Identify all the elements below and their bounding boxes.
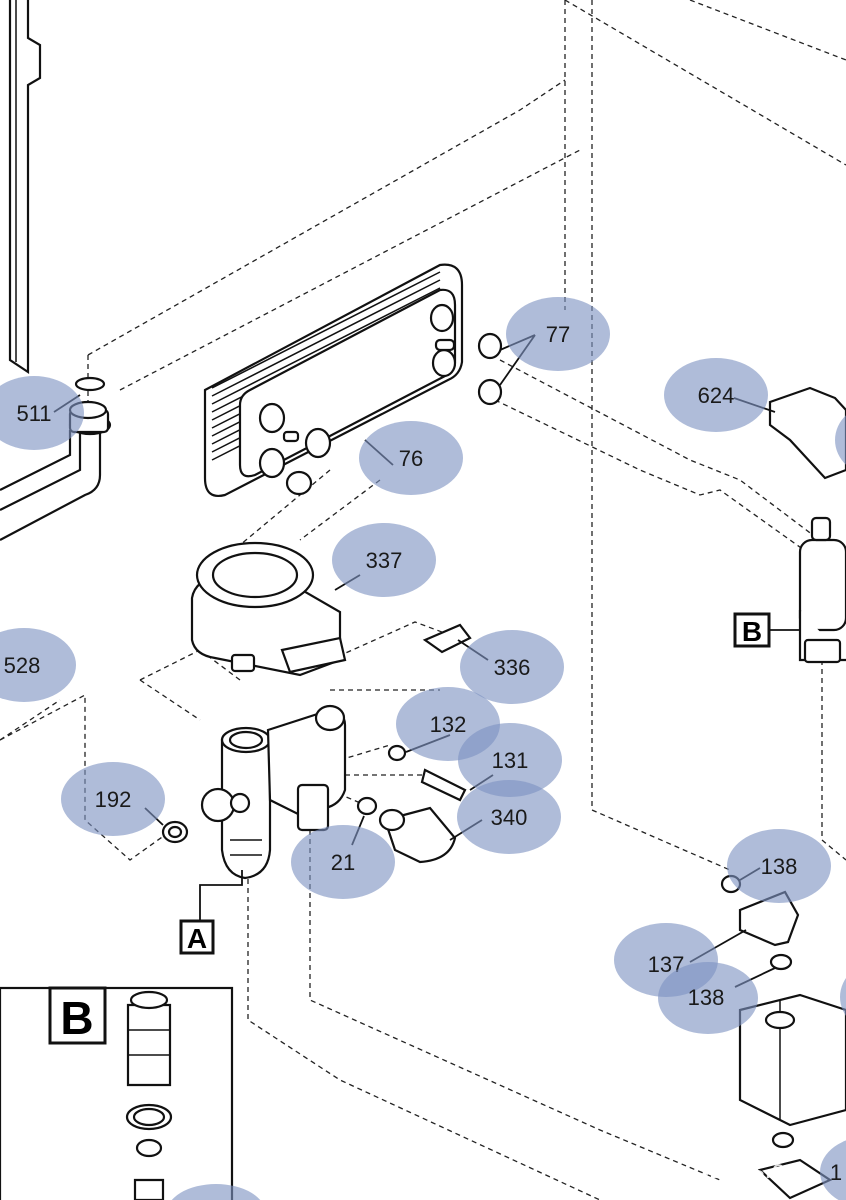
- svg-text:192: 192: [95, 787, 132, 812]
- callout-bubbles: 77 624 511 76 337 528 336 132: [0, 297, 846, 1200]
- svg-text:340: 340: [491, 805, 528, 830]
- boxed-label-b-detail: B: [60, 992, 93, 1044]
- pump-head-part: [190, 541, 347, 677]
- svg-text:138: 138: [761, 854, 798, 879]
- callout-340: 340: [457, 780, 561, 854]
- watermark: @( Bazos.cz: [650, 1154, 798, 1184]
- svg-text:336: 336: [494, 655, 531, 680]
- callout-624: 624: [664, 358, 768, 432]
- svg-text:77: 77: [546, 322, 570, 347]
- svg-text:@( Bazos.cz: @( Bazos.cz: [650, 1154, 798, 1184]
- svg-text:624: 624: [698, 383, 735, 408]
- plate-heat-exchanger-part: [203, 263, 503, 497]
- svg-text:B: B: [742, 616, 762, 647]
- callout-21: 21: [291, 825, 395, 899]
- boxed-label-a: A: [179, 919, 215, 955]
- svg-text:B: B: [60, 992, 93, 1044]
- boxed-label-b-right: B: [733, 612, 771, 648]
- callout-511: 511: [0, 376, 84, 450]
- left-pipe-part: [0, 0, 112, 541]
- callout-131: 131: [458, 723, 562, 797]
- callout-77: 77: [506, 297, 610, 371]
- hydraulic-block-part: [200, 704, 347, 880]
- callout-337: 337: [332, 523, 436, 597]
- right-side-parts: [738, 386, 846, 1200]
- detail-box-b: [0, 986, 234, 1200]
- svg-text:138: 138: [688, 985, 725, 1010]
- callout-528: 528: [0, 628, 76, 702]
- callout-336: 336: [460, 630, 564, 704]
- callout-138-upper: 138: [727, 829, 831, 903]
- svg-text:511: 511: [16, 401, 51, 426]
- svg-text:1: 1: [830, 1160, 842, 1185]
- svg-text:21: 21: [331, 850, 355, 875]
- callout-192: 192: [61, 762, 165, 836]
- svg-text:76: 76: [399, 446, 423, 471]
- svg-text:337: 337: [366, 548, 403, 573]
- svg-text:131: 131: [492, 748, 529, 773]
- svg-text:A: A: [187, 923, 207, 954]
- svg-text:528: 528: [4, 653, 41, 678]
- callout-76: 76: [359, 421, 463, 495]
- callout-partial-right: 1: [820, 415, 846, 1200]
- svg-text:132: 132: [430, 712, 467, 737]
- callout-138-lower: 138: [658, 962, 758, 1034]
- callout-partial-bottom: [171, 1184, 261, 1200]
